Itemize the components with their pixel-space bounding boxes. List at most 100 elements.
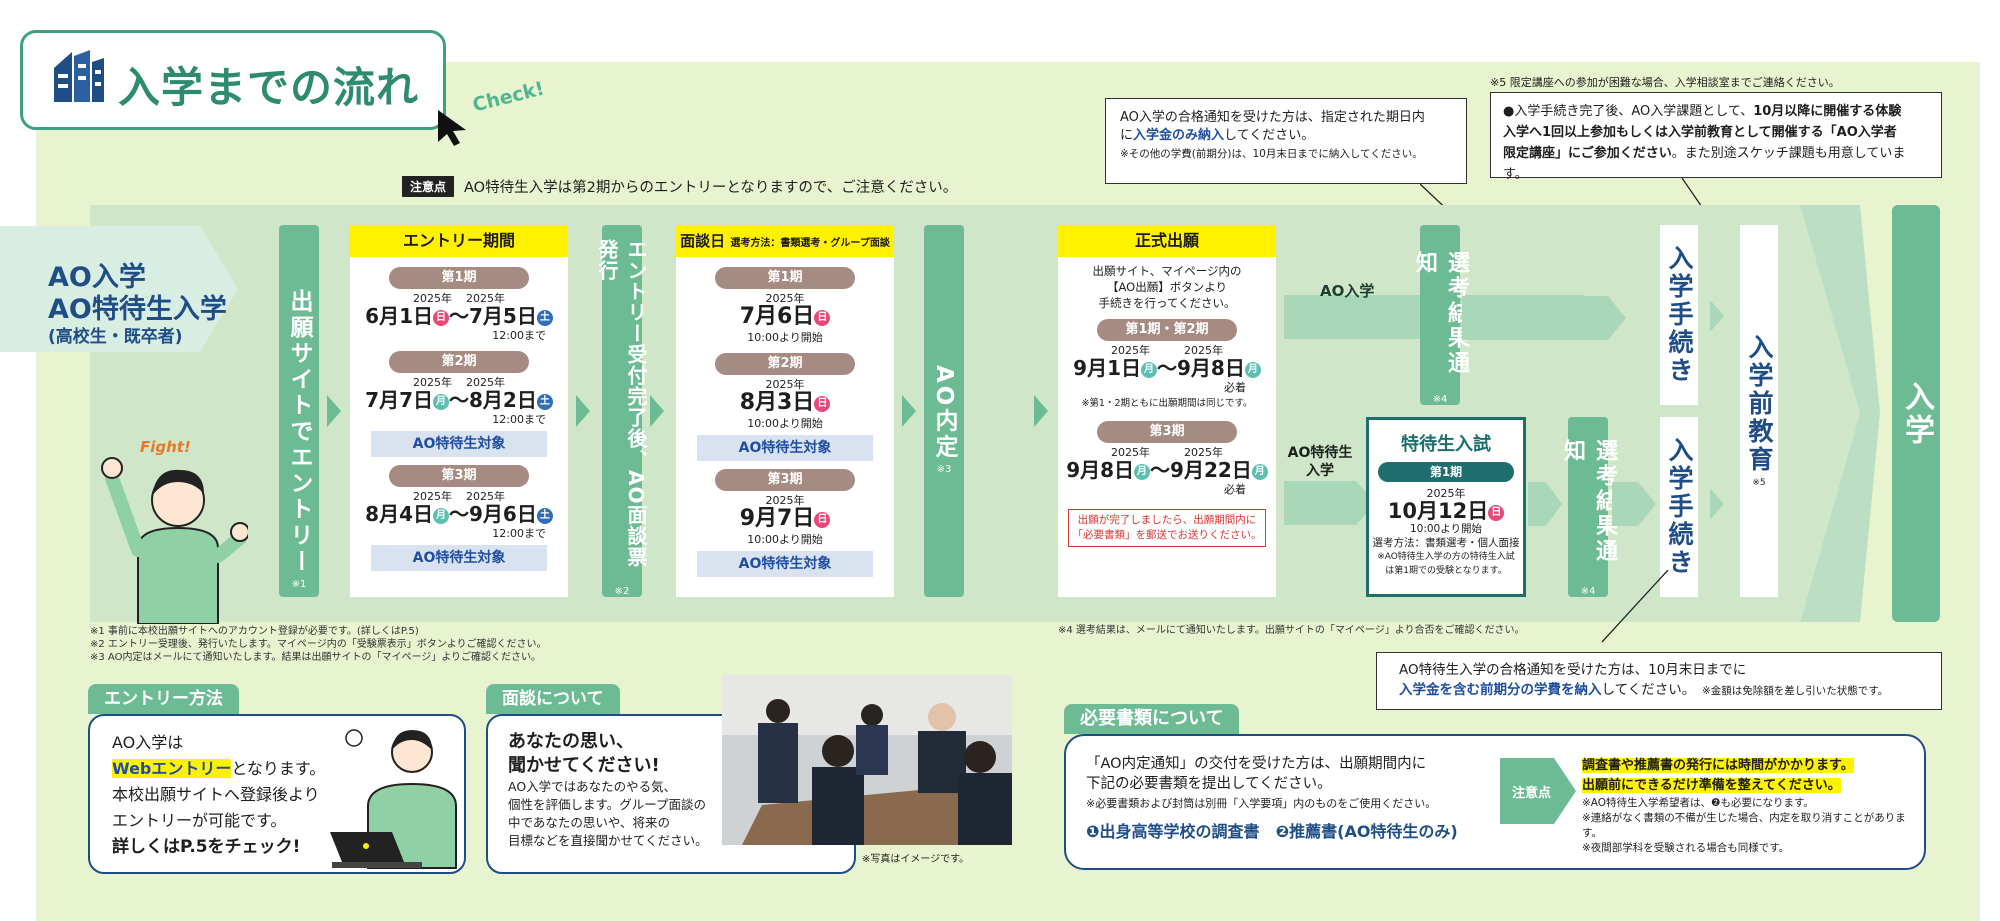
band-arrow-shape xyxy=(1800,205,1910,622)
entry-period-heading: エントリー期間 xyxy=(350,225,568,257)
phase-badge: 第1期 xyxy=(389,267,529,289)
step-enrollment: 入学 xyxy=(1892,205,1940,622)
callout-text: ●入学手続き完了後、AO入学課題として、10月以降に開催する体験 xyxy=(1503,104,1902,119)
date-range: 9月8日月～9月22日月 xyxy=(1058,459,1276,481)
docs-box: 「AO内定通知」の交付を受けた方は、出願期間内に 下記の必要書類を提出してくださ… xyxy=(1064,734,1926,870)
phase-badge: 第2期 xyxy=(715,353,855,375)
doc-item-1: ❶出身高等学校の調査書 xyxy=(1086,822,1260,841)
application-heading: 正式出願 xyxy=(1058,225,1276,257)
docs-notice-text: 調査書や推薦書の発行には時間がかかります。 出願前にできるだけ準備を整えてくださ… xyxy=(1582,758,1906,854)
date-note: 12:00まで xyxy=(492,329,546,342)
laptop-user-illustration xyxy=(330,729,457,869)
interview-tab: 面談について xyxy=(486,684,620,714)
target-badge: AO特待生対象 xyxy=(371,545,547,571)
photo-note: ※写真はイメージです。 xyxy=(862,854,970,865)
step-ao-offer: AO内定 ※3 xyxy=(924,225,964,597)
step-label: 選考結果通知 xyxy=(1560,439,1617,564)
date-year: 2025年 xyxy=(1426,487,1466,500)
notice-tag: 注意点 xyxy=(402,176,455,197)
step-mark: ※5 xyxy=(1752,478,1766,488)
date-range: 6月1日日～7月5日土 xyxy=(350,305,568,327)
arrow-right-icon xyxy=(650,395,664,427)
date-note: 必着 xyxy=(1224,381,1246,394)
phase-badge: 第1期 xyxy=(1378,462,1514,482)
phase-badge: 第1期・第2期 xyxy=(1097,319,1237,341)
footnotes-left: ※1 事前に本校出願サイトへのアカウント登録が必要です。(詳しくはP.5)※2 … xyxy=(90,626,547,663)
application-panel: 正式出願 出願サイト、マイページ内の【AO出願】ボタンより手続きを行ってください… xyxy=(1058,225,1276,597)
step-label: 選考結果通知 xyxy=(1412,251,1469,376)
target-badge: AO特待生対象 xyxy=(697,435,873,461)
date-note: 12:00まで xyxy=(492,413,546,426)
step-procedure-special: 入学手続き xyxy=(1660,417,1698,597)
interview-panel: 面談日 選考方法：書類選考・グループ面談 第1期 2025年 7月6日日 10:… xyxy=(676,225,894,597)
arrow-right-icon xyxy=(327,395,341,427)
step-procedure-ao: 入学手続き xyxy=(1660,225,1698,405)
date-day: 10月12日日 xyxy=(1369,500,1523,522)
date-range: 8月4日月～9月6日土 xyxy=(350,503,568,525)
route-ao-label: AO入学 xyxy=(1320,282,1375,300)
date-year: 2025年 xyxy=(765,292,805,305)
arrow-right-icon xyxy=(902,395,916,427)
student-illustration xyxy=(101,457,248,624)
application-warning: 出願が完了しましたら、出願期間内に「必要書類」を郵送でお送りください。 xyxy=(1068,509,1266,547)
docs-tab: 必要書類について xyxy=(1064,704,1240,734)
interview-text: あなたの思い、 聞かせてください! AO入学ではあなたのやる気、 個性を評価しま… xyxy=(508,731,708,848)
left-label-line: (高校生・既卒者) xyxy=(48,327,183,347)
callout-text: 入学へ1回以上参加もしくは入学前教育として開催する「AO入学者 xyxy=(1503,125,1897,140)
interview-date-2: 第2期 2025年 8月3日日 10:00より開始 AO特待生対象 xyxy=(676,345,894,461)
interview-date-1: 第1期 2025年 7月6日日 10:00より開始 xyxy=(676,257,894,345)
top-notice: 注意点 AO特待生入学は第2期からのエントリーとなりますので、ご注意ください。 xyxy=(402,176,957,197)
notice-arrow-shape xyxy=(1500,758,1576,824)
title-box xyxy=(20,30,446,130)
date-day: 8月3日日 xyxy=(676,391,894,415)
docs-notice-tag: 注意点 xyxy=(1512,786,1552,801)
step-label: エントリー受付完了後、AO面談票発行 xyxy=(595,239,648,568)
interview-date-3: 第3期 2025年 9月7日日 10:00より開始 AO特待生対象 xyxy=(676,461,894,577)
special-exam-heading: 特待生入試 xyxy=(1401,434,1491,455)
step-label: 入学 xyxy=(1899,380,1934,447)
left-label-line: AO入学 xyxy=(48,262,146,293)
school-building-icon xyxy=(54,50,104,102)
step-online-entry: 出願サイトでエントリー ※1 xyxy=(279,225,319,597)
note-5: ※5 限定講座への参加が困難な場合、入学相談室までご連絡ください。 xyxy=(1490,76,1840,89)
callout-text: 入学金を含む前期分の学費を納入してください。 ※金額は免除額を差し引いた状態です… xyxy=(1399,682,1889,698)
doc-item-2: ❷推薦書(AO特待生のみ) xyxy=(1275,822,1458,841)
target-badge: AO特待生対象 xyxy=(697,551,873,577)
special-exam-notes: 10:00より開始選考方法：書類選考・個人面接 ※AO特待生入学の方の特待生入試… xyxy=(1372,523,1520,576)
callout-text: AO特待生入学の合格通知を受けた方は、10月末日までに xyxy=(1399,662,1747,678)
step-label: 入学前教育 xyxy=(1745,334,1774,474)
date-range: 7月7日月～8月2日土 xyxy=(350,389,568,411)
step-mark: ※2 xyxy=(614,586,630,597)
target-badge: AO特待生対象 xyxy=(371,431,547,457)
arrow-right-icon xyxy=(1462,296,1626,340)
step-result-ao: 選考結果通知 ※4 xyxy=(1412,225,1469,405)
left-label: AO入学 AO特待生入学 (高校生・既卒者) xyxy=(48,262,227,348)
date-note: 必着 xyxy=(1224,483,1246,496)
arrow-right-icon xyxy=(1034,395,1048,427)
date-day: 9月7日日 xyxy=(676,507,894,531)
date-range: 9月1日月～9月8日月 xyxy=(1058,357,1276,379)
callout-text: 限定講座」にご参加ください。また別途スケッチ課題も用意しています。 xyxy=(1503,146,1906,182)
step-label: 入学手続き xyxy=(1665,245,1694,385)
date-day: 7月6日日 xyxy=(676,305,894,329)
application-instructions: 出願サイト、マイページ内の【AO出願】ボタンより手続きを行ってください。 xyxy=(1092,264,1242,310)
phase-badge: 第2期 xyxy=(389,351,529,373)
footnote-4: ※4 選考結果は、メールにて通知いたします。出願サイトの「マイページ」より合否を… xyxy=(1058,625,1525,636)
left-label-line: AO特待生入学 xyxy=(48,294,227,325)
interview-heading: 面談日 選考方法：書類選考・グループ面談 xyxy=(676,225,894,257)
date-note: 10:00より開始 xyxy=(747,417,823,430)
callout-special-payment: AO特待生入学の合格通知を受けた方は、10月末日までに 入学金を含む前期分の学費… xyxy=(1376,652,1942,710)
step-interview-sheet: エントリー受付完了後、AO面談票発行 ※2 xyxy=(595,225,648,597)
phase-badge: 第1期 xyxy=(715,267,855,289)
interview-photo xyxy=(722,675,1012,845)
docs-text: 「AO内定通知」の交付を受けた方は、出願期間内に 下記の必要書類を提出してくださ… xyxy=(1086,756,1458,841)
entry-method-text: AO入学は Webエントリーとなります。 本校出願サイトへ登録後より エントリー… xyxy=(112,733,326,857)
callout-text: AO入学の合格通知を受けた方は、指定された期日内 xyxy=(1120,110,1425,125)
